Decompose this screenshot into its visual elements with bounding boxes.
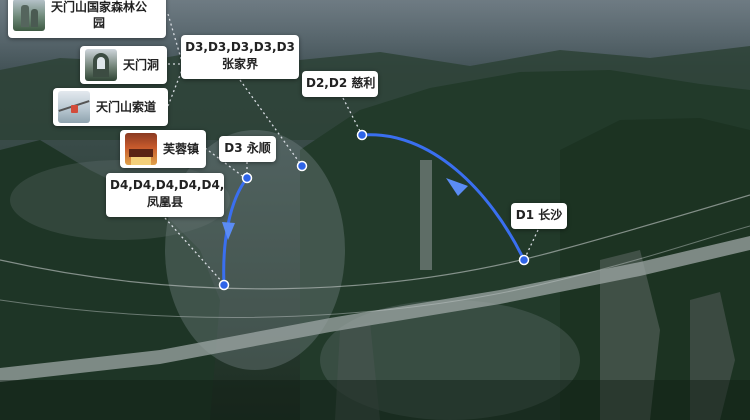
leader-line-tianmen-cableway <box>167 69 183 107</box>
stop-label-fenghuang[interactable]: D4,D4,D4,D4,D4,D 凤凰县 <box>106 173 224 217</box>
route-arc-changsha-to-cili <box>361 133 526 261</box>
forest-photo-thumb <box>13 0 45 31</box>
stop-days: D4,D4,D4,D4,D4,D <box>110 178 224 192</box>
stop-days: D3,D3,D3,D3,D3 <box>185 40 295 54</box>
place-label-tianmen-cableway[interactable]: 天门山索道 <box>53 88 168 126</box>
stop-label-yongshun[interactable]: D3 永顺 <box>219 136 276 162</box>
stop-name: 张家界 <box>221 57 258 71</box>
place-name: 芙蓉镇 <box>163 142 200 156</box>
place-label-tianmen-forest[interactable]: 天门山国家森林公 园 <box>8 0 166 38</box>
stop-dot-cili[interactable] <box>356 129 368 141</box>
town-photo-thumb <box>125 133 157 165</box>
place-name-line1: 天门山国家森林公 <box>51 0 148 14</box>
stop-dot-fenghuang[interactable] <box>218 279 230 291</box>
route-direction-arrow <box>222 222 235 240</box>
place-name-line2: 园 <box>93 16 106 30</box>
cave-photo-thumb <box>85 49 117 81</box>
stop-name: 凤凰县 <box>146 195 183 209</box>
stop-label-zhangjiajie[interactable]: D3,D3,D3,D3,D3 张家界 <box>181 35 299 79</box>
stop-dot-zhangjiajie[interactable] <box>296 160 308 172</box>
place-name: 天门洞 <box>123 58 160 72</box>
stop-label-changsha[interactable]: D1 长沙 <box>511 203 567 229</box>
stop-dot-changsha[interactable] <box>518 254 530 266</box>
leader-line-cili <box>342 97 363 136</box>
leader-line-changsha <box>523 229 539 261</box>
leader-line-fenghuang <box>164 217 225 285</box>
stop-dot-yongshun[interactable] <box>241 172 253 184</box>
place-label-tianmen-cave[interactable]: 天门洞 <box>80 46 167 84</box>
place-label-furong-town[interactable]: 芙蓉镇 <box>120 130 206 168</box>
leader-line-furong-town <box>204 147 246 179</box>
stop-days-name: D2,D2 慈利 <box>306 76 376 90</box>
place-name: 天门山索道 <box>96 100 157 114</box>
leader-line-tianmen-forest <box>167 13 183 63</box>
route-direction-arrow <box>446 178 468 196</box>
stop-days-name: D1 长沙 <box>515 208 563 222</box>
stop-days-name: D3 永顺 <box>224 141 271 155</box>
cableway-photo-thumb <box>58 91 90 123</box>
stop-label-cili[interactable]: D2,D2 慈利 <box>302 71 378 97</box>
